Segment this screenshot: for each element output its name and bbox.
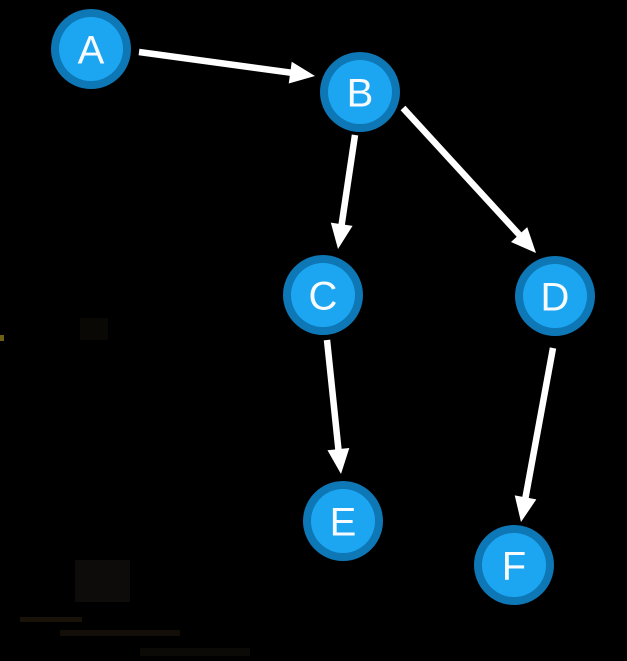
node-circle <box>311 489 375 553</box>
node-circle <box>59 17 123 81</box>
node-label: A <box>78 28 105 72</box>
arrowhead-icon <box>327 447 350 474</box>
artifact-smudge <box>75 560 130 602</box>
edge-A-B <box>138 48 315 84</box>
artifact-smudge <box>80 318 108 340</box>
node-label: E <box>330 500 357 544</box>
node-circle <box>523 264 587 328</box>
arrowhead-icon <box>514 495 537 522</box>
edge-line <box>138 48 294 77</box>
edge-C-E <box>323 339 350 474</box>
node-circle <box>291 263 355 327</box>
artifact-smudge <box>0 335 4 341</box>
node-layer: A B C D E F <box>51 9 595 605</box>
arrowhead-icon <box>510 227 536 253</box>
artifact-smudge <box>20 617 82 622</box>
node-D: D <box>515 256 595 336</box>
edge-line <box>400 105 524 239</box>
node-circle <box>482 533 546 597</box>
edge-D-F <box>514 347 557 522</box>
node-label: D <box>541 275 570 319</box>
node-C: C <box>283 255 363 335</box>
node-B: B <box>320 52 400 132</box>
artifact-smudge <box>60 630 180 636</box>
node-label: B <box>347 71 374 115</box>
edge-line <box>521 347 557 501</box>
node-circle <box>328 60 392 124</box>
node-label: F <box>502 544 526 588</box>
background-artifacts <box>0 318 250 656</box>
node-E: E <box>303 481 383 561</box>
arrowhead-icon <box>288 61 315 84</box>
arrowhead-icon <box>330 222 353 249</box>
node-F: F <box>474 525 554 605</box>
edge-B-D <box>400 105 536 253</box>
edge-line <box>338 134 359 228</box>
artifact-smudge <box>140 648 250 656</box>
edge-B-C <box>330 134 359 249</box>
edge-line <box>323 339 342 453</box>
node-label: C <box>309 274 338 318</box>
node-A: A <box>51 9 131 89</box>
edge-layer <box>138 48 557 522</box>
